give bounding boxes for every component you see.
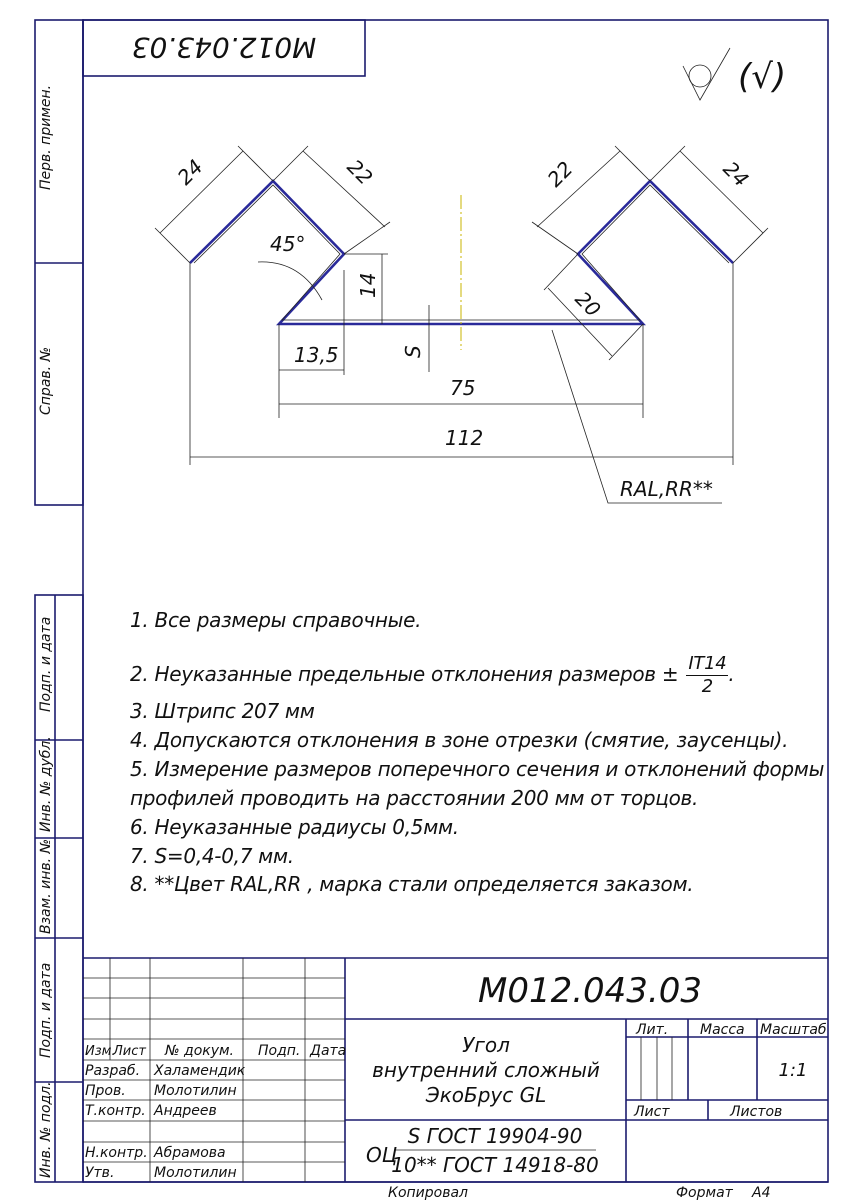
note-2-end: . [728, 662, 735, 686]
note-5a: 5. Измерение размеров поперечного сечени… [130, 757, 825, 781]
dim-22-left: 22 [342, 155, 377, 190]
inner-frame [82, 19, 829, 1183]
tb-material-bottom: 10** ГОСТ 14918-80 [391, 1153, 599, 1177]
tb-lit-label: Лит. [635, 1022, 668, 1038]
designation-box-top [82, 19, 366, 77]
note-8: 8. **Цвет RAL,RR , марка стали определяе… [130, 872, 694, 896]
title-block [83, 957, 828, 1183]
side-label-inv-dubl: Инв. № дубл. [38, 736, 54, 832]
note-2-denominator: 2 [701, 676, 713, 697]
dim-14: 14 [356, 273, 380, 298]
side-label-podp-data-2: Подп. и дата [38, 963, 54, 1058]
dim-112: 112 [445, 426, 483, 450]
tb-name-line3: ЭкоБрус GL [425, 1083, 547, 1107]
note-1: 1. Все размеры справочные. [130, 608, 422, 632]
roughness-icon [682, 47, 731, 101]
tb-sheet-label: Лист [633, 1104, 670, 1120]
tb-name-utv: Молотилин [154, 1165, 237, 1181]
note-4: 4. Допускаются отклонения в зоне отрезки… [130, 728, 789, 752]
note-7: 7. S=0,4-0,7 мм. [130, 844, 294, 868]
tb-name-prov: Молотилин [154, 1083, 237, 1099]
title-block-grid [83, 958, 673, 1182]
ral-leader-label: RAL,RR** [620, 477, 713, 501]
tb-name-tkontr: Андреев [153, 1103, 217, 1119]
tb-header-data: Дата [309, 1043, 346, 1059]
dim-20: 20 [570, 287, 605, 322]
tb-copied: Копировал [388, 1185, 468, 1201]
dim-24-left: 24 [173, 155, 208, 190]
note-5b: профилей проводить на расстоянии 200 мм … [130, 786, 699, 810]
dimension-lines [154, 145, 769, 504]
dim-75: 75 [450, 376, 475, 400]
tb-material-top: S ГОСТ 19904-90 [408, 1124, 583, 1148]
note-2-fraction: IT14 2 [686, 653, 729, 698]
dim-13-5: 13,5 [294, 343, 339, 367]
side-label-inv-podl: Инв. № подл. [38, 1081, 54, 1178]
dim-24-right: 24 [718, 157, 753, 192]
tb-scale-value: 1:1 [779, 1060, 808, 1081]
note-2: 2. Неуказанные предельные отклонения раз… [130, 662, 679, 686]
designation-rotated: М012.043.03 [132, 31, 316, 64]
tb-name-line1: Угол [462, 1033, 510, 1057]
tb-header-doc-no: № докум. [164, 1043, 234, 1059]
note-2-numerator: IT14 [686, 653, 729, 676]
tb-name-nkontr: Абрамова [153, 1145, 226, 1161]
tb-role-tkontr: Т.контр. [85, 1103, 146, 1119]
roughness-symbol: (√) [738, 57, 786, 97]
tb-mass-label: Масса [700, 1022, 745, 1038]
side-label-sprav-no: Справ. № [38, 347, 54, 415]
side-label-perv-primen: Перв. примен. [38, 85, 54, 190]
left-strip-lower [34, 594, 84, 1183]
dim-22-right: 22 [543, 157, 578, 192]
note-6: 6. Неуказанные радиусы 0,5мм. [130, 815, 459, 839]
tb-role-utv: Утв. [85, 1165, 114, 1181]
tb-role-nkontr: Н.контр. [85, 1145, 148, 1161]
tb-name-line2: внутренний сложный [372, 1058, 600, 1082]
tb-role-prov: Пров. [85, 1083, 126, 1099]
dim-s: S [401, 345, 425, 358]
tb-scale-label: Масштаб [760, 1022, 827, 1038]
tb-format-value: А4 [751, 1185, 770, 1201]
side-label-podp-data-1: Подп. и дата [38, 617, 54, 712]
dim-angle-45: 45° [270, 232, 305, 256]
tb-role-razrab: Разраб. [85, 1063, 140, 1079]
tb-header-izm: Изм. [85, 1044, 116, 1059]
note-3: 3. Штрипс 207 мм [130, 699, 315, 723]
tb-format-label: Формат [676, 1185, 734, 1201]
note-2-line: 2. Неуказанные предельные отклонения раз… [130, 653, 735, 698]
tb-header-podp: Подп. [258, 1043, 300, 1059]
tb-header-list: Лист [112, 1044, 146, 1059]
tb-sheets-label: Листов [729, 1104, 782, 1120]
title-designation: М012.043.03 [478, 971, 702, 1011]
tb-material-prefix: ОЦ [366, 1143, 397, 1167]
tb-name-razrab: Халамендик [153, 1063, 246, 1079]
side-label-vzam-inv: Взам. инв. № [38, 839, 54, 934]
